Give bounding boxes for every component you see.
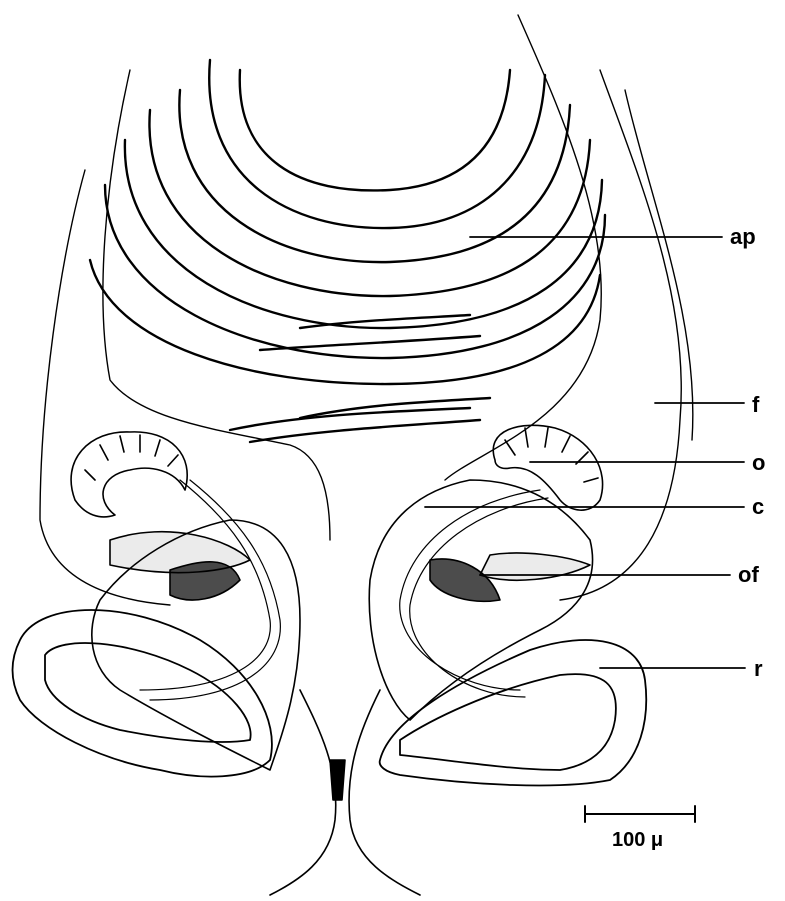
label-r: r xyxy=(754,658,763,680)
label-ap: ap xyxy=(730,226,756,248)
outer-fold xyxy=(40,15,693,605)
stalk xyxy=(270,690,420,895)
ovary-right xyxy=(369,480,592,720)
label-of: of xyxy=(738,564,759,586)
receptacle-right xyxy=(380,640,647,785)
label-o: o xyxy=(752,452,765,474)
apical-part xyxy=(90,60,605,442)
scale-bar xyxy=(585,806,695,822)
scale-bar-label: 100 μ xyxy=(612,830,663,850)
ostium-left xyxy=(71,432,187,517)
label-c: c xyxy=(752,496,764,518)
label-f: f xyxy=(752,394,759,416)
leader-lines xyxy=(425,237,745,668)
ovary-left xyxy=(92,520,300,770)
